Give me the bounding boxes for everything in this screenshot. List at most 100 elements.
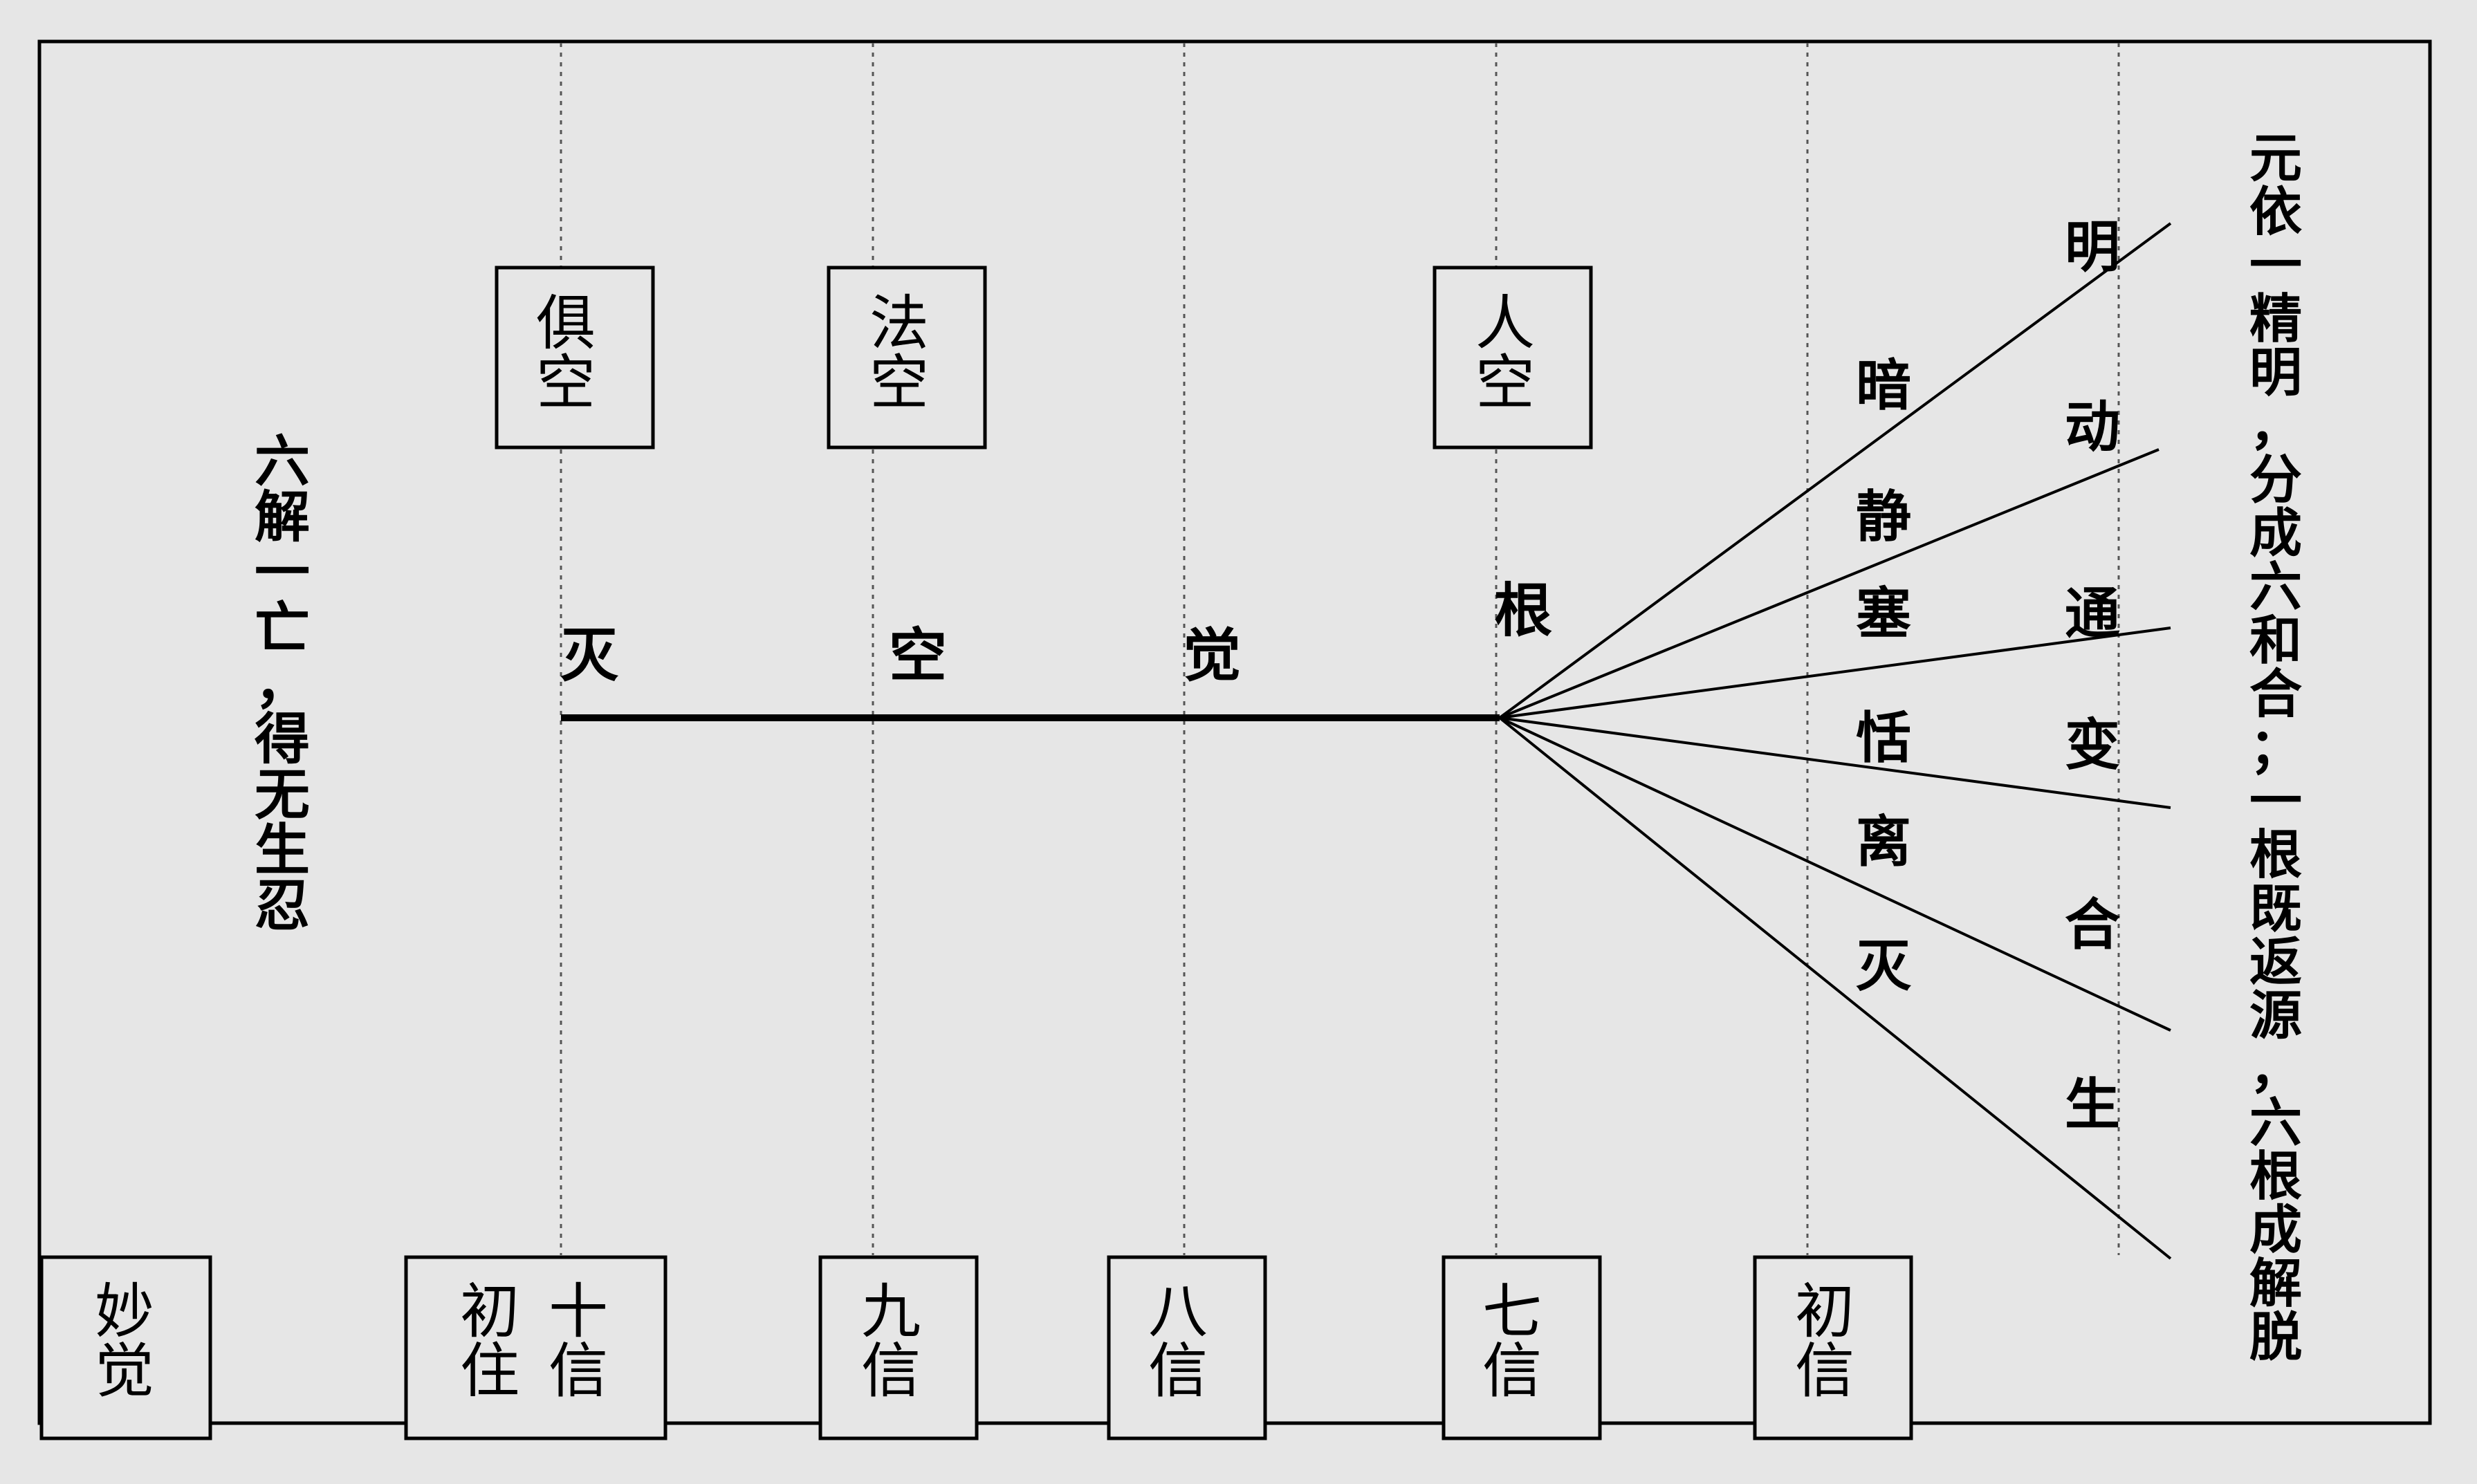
fan-line-dong <box>1499 448 2160 719</box>
right-text-char: 解 <box>2249 1253 2302 1315</box>
fan-line-ming <box>1498 222 2172 719</box>
box-char: 俱 <box>536 289 596 358</box>
box-char: 信 <box>1795 1337 1854 1406</box>
outer-column-char: 动 <box>2065 395 2120 459</box>
left-text-char: 解 <box>255 485 310 549</box>
right-text-char: 合 <box>2249 663 2302 725</box>
box-char: 住 <box>460 1337 519 1406</box>
box-frame <box>39 1255 212 1440</box>
box-char: 空 <box>1475 349 1535 418</box>
outer-column-char: 明 <box>2065 215 2120 279</box>
right-text-char: 明 <box>2249 342 2302 403</box>
inner-column-char: 离 <box>1856 810 1911 874</box>
box-qi-xin: 七 信 <box>1442 1255 1602 1440</box>
left-text-char: 无 <box>255 763 310 827</box>
box-frame <box>1107 1255 1267 1440</box>
label-mie: 灭 <box>560 622 619 689</box>
fan-line-he <box>1499 716 2171 1032</box>
right-text-char: 根 <box>2249 824 2302 886</box>
box-frame <box>1753 1255 1913 1440</box>
right-text-char: 返 <box>2249 931 2302 993</box>
box-ju-kong: 俱 空 <box>495 266 655 449</box>
box-frame <box>1442 1255 1602 1440</box>
right-text-char: 成 <box>2249 1199 2302 1261</box>
left-text-char: ， <box>255 651 310 716</box>
right-text-char: 根 <box>2249 1146 2302 1207</box>
box-char: 妙 <box>95 1277 154 1346</box>
box-char: 九 <box>861 1277 921 1346</box>
box-char: 空 <box>536 349 596 418</box>
box-char: 信 <box>1482 1337 1542 1406</box>
box-fa-kong: 法 空 <box>827 266 987 449</box>
box-char: 十 <box>549 1277 608 1346</box>
right-text-char: 六 <box>2249 556 2302 618</box>
left-text-char: 一 <box>255 541 310 605</box>
left-text-char: 忍 <box>255 873 310 938</box>
outer-column-char: 通 <box>2065 582 2120 646</box>
right-text-char: 和 <box>2249 610 2302 671</box>
box-char: 信 <box>861 1337 921 1406</box>
right-text-char: 元 <box>2249 127 2302 189</box>
box-ren-kong: 人 空 <box>1433 266 1593 449</box>
box-frame <box>404 1255 667 1440</box>
box-char: 七 <box>1482 1277 1542 1346</box>
box-chu-zhu-shi-xin: 初 住 十 信 <box>404 1255 667 1440</box>
box-frame <box>495 266 655 449</box>
box-frame <box>1433 266 1593 449</box>
right-text-char: ， <box>2249 396 2302 457</box>
box-frame <box>827 266 987 449</box>
outer-column-char: 变 <box>2065 713 2120 777</box>
fan-line-sheng <box>1498 716 2172 1260</box>
fan-line-bian <box>1499 716 2171 809</box>
box-char: 人 <box>1475 289 1535 358</box>
right-text-char: 一 <box>2249 770 2302 832</box>
right-text-char: 精 <box>2249 288 2302 350</box>
outer-column-char: 合 <box>2065 893 2120 957</box>
inner-column-char: 静 <box>1856 485 1911 549</box>
box-jiu-xin: 九 信 <box>818 1255 979 1440</box>
box-char: 法 <box>869 289 929 358</box>
right-text-char: 一 <box>2249 234 2302 296</box>
left-text-char: 亡 <box>255 596 310 660</box>
right-text-char: 源 <box>2249 985 2302 1046</box>
left-text-char: 生 <box>255 818 310 882</box>
box-char: 信 <box>549 1337 608 1406</box>
inner-column-char: 暗 <box>1856 353 1911 418</box>
right-text-char: 六 <box>2249 1092 2302 1153</box>
label-gen: 根 <box>1494 577 1552 644</box>
right-text-char: 依 <box>2249 181 2302 243</box>
inner-column-char: 恬 <box>1856 706 1911 770</box>
right-text-char: 成 <box>2249 503 2302 564</box>
label-jue: 觉 <box>1183 622 1241 689</box>
left-text-char: 得 <box>255 707 310 772</box>
outer-column-char: 生 <box>2065 1073 2120 1137</box>
left-text-char: 六 <box>255 429 310 494</box>
right-text-char: ， <box>2249 1039 2302 1100</box>
dotted-guides <box>560 43 2120 1255</box>
right-text-char: ； <box>2249 717 2302 779</box>
right-text-char: 脱 <box>2249 1306 2302 1368</box>
box-char: 信 <box>1148 1337 1208 1406</box>
box-char: 空 <box>869 349 929 418</box>
box-frame <box>818 1255 979 1440</box>
box-chu-xin: 初 信 <box>1753 1255 1913 1440</box>
box-char: 初 <box>460 1277 519 1346</box>
inner-column-char: 灭 <box>1856 934 1912 999</box>
box-ba-xin: 八 信 <box>1107 1255 1267 1440</box>
box-miao-jue: 妙 觉 <box>39 1255 212 1440</box>
inner-column-char: 塞 <box>1856 582 1911 646</box>
label-kong: 空 <box>889 622 947 689</box>
right-text-char: 既 <box>2249 878 2302 939</box>
box-char: 八 <box>1148 1277 1208 1346</box>
fan-lines <box>1498 222 2172 1260</box>
right-text-char: 分 <box>2249 449 2302 510</box>
box-char: 初 <box>1795 1277 1854 1346</box>
box-char: 觉 <box>95 1337 154 1406</box>
fan-line-tong <box>1499 627 2171 719</box>
